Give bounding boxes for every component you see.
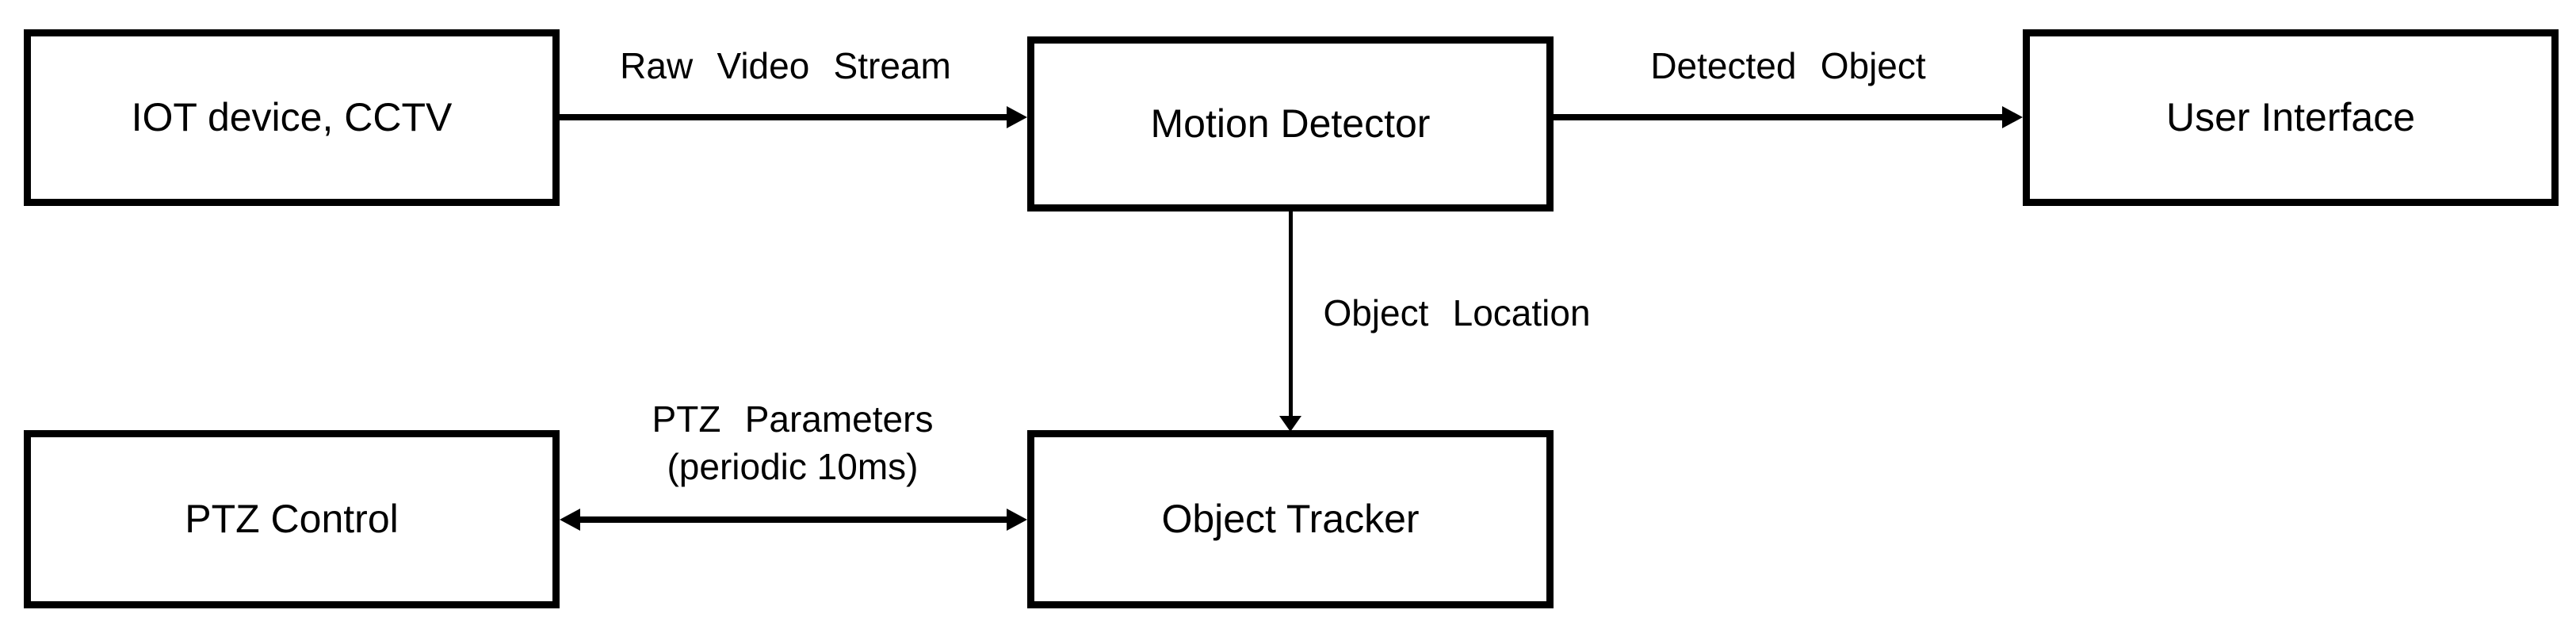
edge-label-object-location: Object Location (1323, 292, 1591, 333)
edge-label-ptz-parameters-line1: PTZ Parameters (652, 398, 934, 440)
edge-label-raw-video-stream: Raw Video Stream (620, 45, 951, 86)
edge-label-ptz-parameters-line2: (periodic 10ms) (667, 445, 919, 487)
edge-label-detected-object: Detected Object (1650, 45, 1926, 86)
node-ptz-control: PTZ Control (24, 430, 560, 608)
node-iot-device-cctv: IOT device, CCTV (24, 29, 560, 206)
node-object-tracker: Object Tracker (1027, 430, 1554, 608)
arrowhead-right-icon (1007, 106, 1027, 128)
node-user-interface: User Interface (2023, 29, 2559, 206)
arrow-detected-object-line (1554, 114, 2002, 120)
arrow-ptz-parameters-line (580, 516, 1007, 523)
arrowhead-down-icon (1279, 416, 1301, 432)
arrow-object-location-line (1289, 212, 1293, 416)
arrowhead-left-icon (560, 509, 580, 531)
arrow-raw-video-stream-line (560, 114, 1007, 120)
edge-label-ptz-parameters: PTZ Parameters (periodic 10ms) (652, 396, 934, 491)
node-user-interface-label: User Interface (2165, 95, 2415, 139)
node-iot-device-cctv-label: IOT device, CCTV (131, 95, 453, 139)
arrowhead-right-icon (1007, 509, 1027, 531)
node-motion-detector-label: Motion Detector (1150, 101, 1431, 146)
node-motion-detector: Motion Detector (1027, 36, 1554, 212)
arrowhead-right-icon (2002, 106, 2023, 128)
node-ptz-control-label: PTZ Control (185, 497, 399, 541)
node-object-tracker-label: Object Tracker (1161, 497, 1420, 541)
